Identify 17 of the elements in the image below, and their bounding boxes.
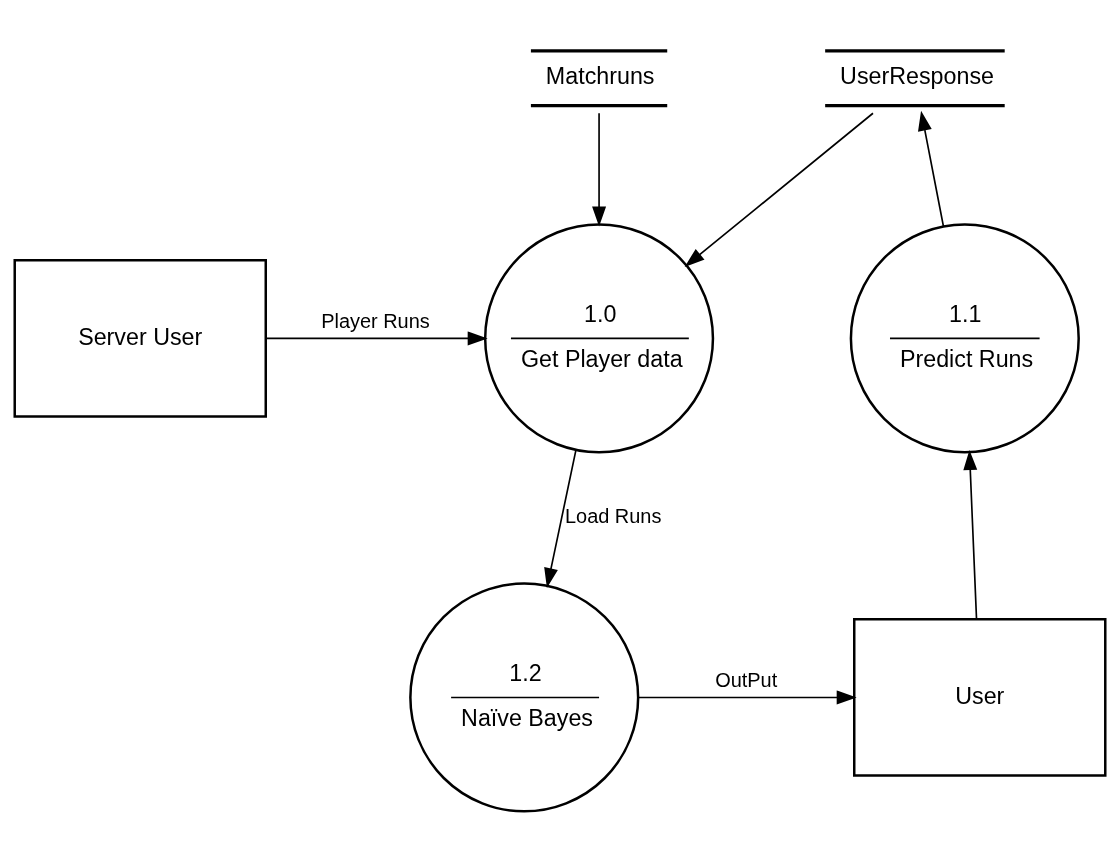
arrow <box>684 111 874 267</box>
node-text: Matchruns <box>545 62 655 89</box>
edge-label: Player Runs <box>321 309 430 332</box>
arrow <box>963 449 978 620</box>
arrow <box>637 690 857 704</box>
node-box: Server User <box>13 258 267 418</box>
arrow <box>592 111 607 227</box>
node-circle: 1.1 Predict Runs <box>849 222 1080 453</box>
node-circle: 1.2 Naïve Bayes <box>409 581 640 813</box>
node-box: User <box>853 617 1107 777</box>
arrow <box>265 330 488 345</box>
node-circle: 1.0 Get Player data <box>483 222 715 453</box>
edge-label: Load Runs <box>564 504 662 527</box>
edge-label: OutPut <box>715 668 778 691</box>
arrow <box>918 110 945 227</box>
node-text: UserResponse <box>840 62 995 89</box>
arrow <box>544 448 577 588</box>
